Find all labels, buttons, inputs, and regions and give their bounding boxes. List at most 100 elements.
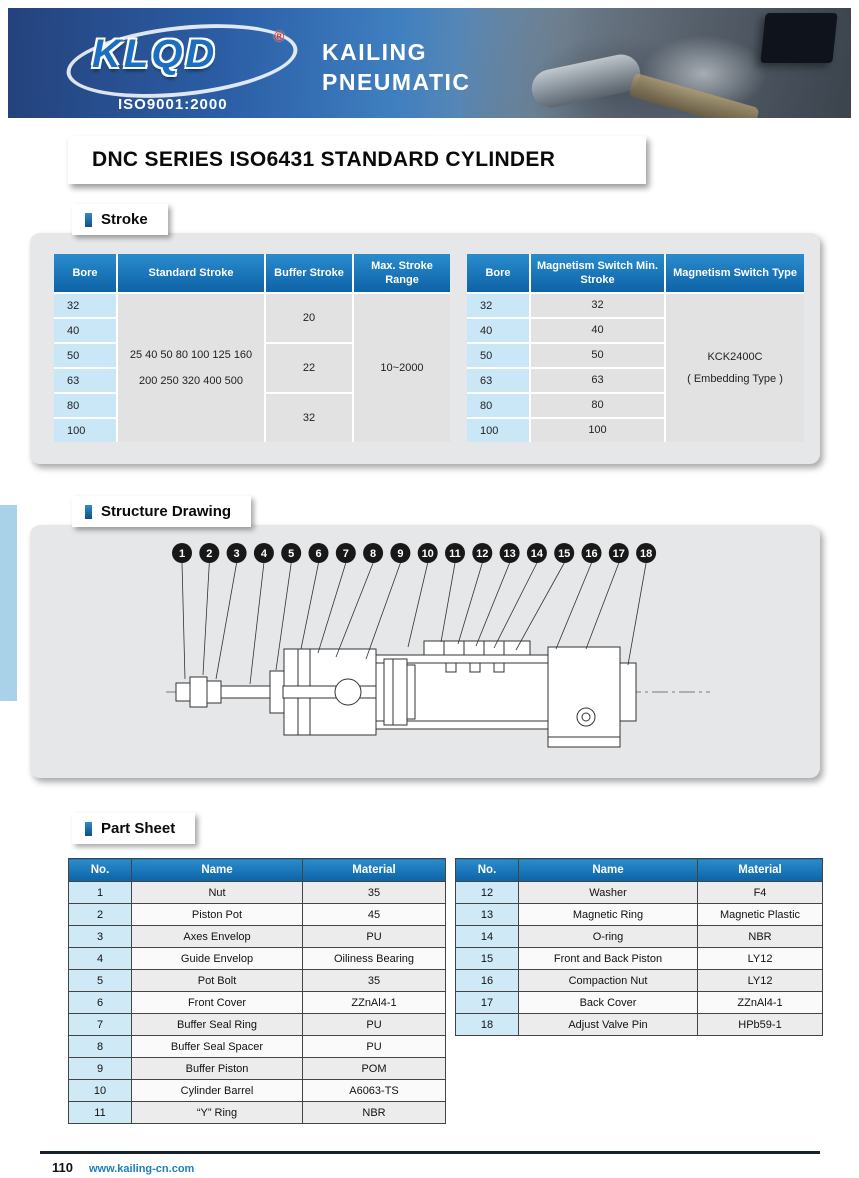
buffer-stroke-value: 22	[266, 344, 352, 392]
page-title-box: DNC SERIES ISO6431 STANDARD CYLINDER	[68, 136, 646, 184]
callout-leader-line	[457, 562, 483, 645]
cell-name: Front Cover	[131, 991, 303, 1014]
callout-balloon	[526, 543, 547, 563]
bore-value: 63	[467, 369, 529, 392]
callout-number: 1	[179, 548, 185, 560]
col-header-bore: Bore	[467, 254, 529, 292]
cell-no: 13	[455, 903, 519, 926]
cell-name: Cylinder Barrel	[131, 1079, 303, 1102]
footer-divider	[40, 1151, 820, 1154]
cell-material: PU	[302, 1035, 446, 1058]
cell-name: Front and Back Piston	[518, 947, 698, 970]
cell-material: 45	[302, 903, 446, 926]
callout-leader-line	[627, 562, 647, 666]
cell-material: NBR	[302, 1101, 446, 1124]
callout-leader-line	[317, 562, 347, 654]
bore-value: 40	[54, 319, 116, 342]
callout-number: 14	[531, 548, 544, 560]
cell-name: O-ring	[518, 925, 698, 948]
callout-number: 5	[288, 548, 294, 560]
cell-material: LY12	[697, 969, 823, 992]
section-tab-stroke: Stroke	[72, 204, 168, 235]
bore-value: 100	[54, 419, 116, 442]
callout-leader-line	[407, 562, 429, 648]
website-link[interactable]: www.kailing-cn.com	[88, 1163, 195, 1175]
max-stroke-range-value: 10~2000	[354, 294, 450, 442]
callout-number: 11	[449, 548, 461, 560]
brand-line1: KAILING	[322, 39, 428, 65]
col-header-no: No.	[68, 858, 132, 882]
callout-balloon	[608, 543, 629, 563]
callout-leader-line	[202, 562, 210, 676]
cell-no: 8	[68, 1035, 132, 1058]
col-header-bore: Bore	[54, 254, 116, 292]
standard-stroke-line1: 25 40 50 80 100 125 160	[129, 348, 253, 361]
callout-number: 3	[234, 548, 240, 560]
callout-leader-line	[335, 562, 374, 658]
section-label: Structure Drawing	[101, 503, 232, 520]
callout-leader-line	[555, 562, 592, 650]
callout-number: 4	[261, 548, 268, 560]
switch-type-value: KCK2400C ( Embedding Type )	[666, 294, 804, 442]
callout-number: 9	[397, 548, 403, 560]
callout-balloon	[172, 543, 192, 563]
callout-balloon	[472, 543, 493, 563]
callout-balloon	[554, 543, 575, 563]
callout-number: 8	[370, 548, 376, 560]
section-tab-structure-drawing: Structure Drawing	[72, 496, 252, 527]
footer: 110 www.kailing-cn.com	[52, 1160, 194, 1175]
bore-value: 50	[467, 344, 529, 367]
cell-no: 15	[455, 947, 519, 970]
min-stroke-value: 32	[531, 294, 664, 317]
callout-number: 6	[315, 548, 321, 560]
registered-mark-icon: ®	[274, 28, 285, 44]
cell-no: 12	[455, 881, 519, 904]
callout-balloon	[390, 543, 411, 563]
cell-material: A6063-TS	[302, 1079, 446, 1102]
standard-stroke-line2: 200 250 320 400 500	[139, 375, 243, 387]
callout-balloon	[335, 543, 356, 563]
bore-value: 32	[54, 294, 116, 317]
section-bullet-icon	[85, 504, 92, 519]
cell-name: Compaction Nut	[518, 969, 698, 992]
callout-leader-line	[475, 562, 510, 647]
col-header-name: Name	[518, 858, 698, 882]
callout-leader-line	[515, 562, 565, 651]
brand-line2: PNEUMATIC	[322, 68, 471, 95]
col-header-name: Name	[131, 858, 303, 882]
cell-material: HPb59-1	[697, 1013, 823, 1036]
standard-stroke-values: 25 40 50 80 100 125 160 200 250 320 400 …	[118, 294, 264, 442]
cell-no: 7	[68, 1013, 132, 1036]
callout-leader-line	[440, 562, 456, 643]
cell-material: NBR	[697, 925, 823, 948]
callout-balloon	[445, 543, 465, 563]
cell-material: 35	[302, 969, 446, 992]
cell-no: 14	[455, 925, 519, 948]
col-header-standard-stroke: Standard Stroke	[118, 254, 264, 292]
callout-leader-line	[300, 562, 319, 650]
callout-balloon	[417, 543, 438, 563]
cell-material: LY12	[697, 947, 823, 970]
callout-leader-line	[215, 562, 237, 680]
cell-name: Magnetic Ring	[518, 903, 698, 926]
section-tab-part-sheet: Part Sheet	[72, 813, 196, 844]
page-title: DNC SERIES ISO6431 STANDARD CYLINDER	[92, 148, 556, 171]
callout-balloon	[226, 543, 247, 563]
callout-number: 10	[422, 548, 434, 560]
bore-value: 50	[54, 344, 116, 367]
